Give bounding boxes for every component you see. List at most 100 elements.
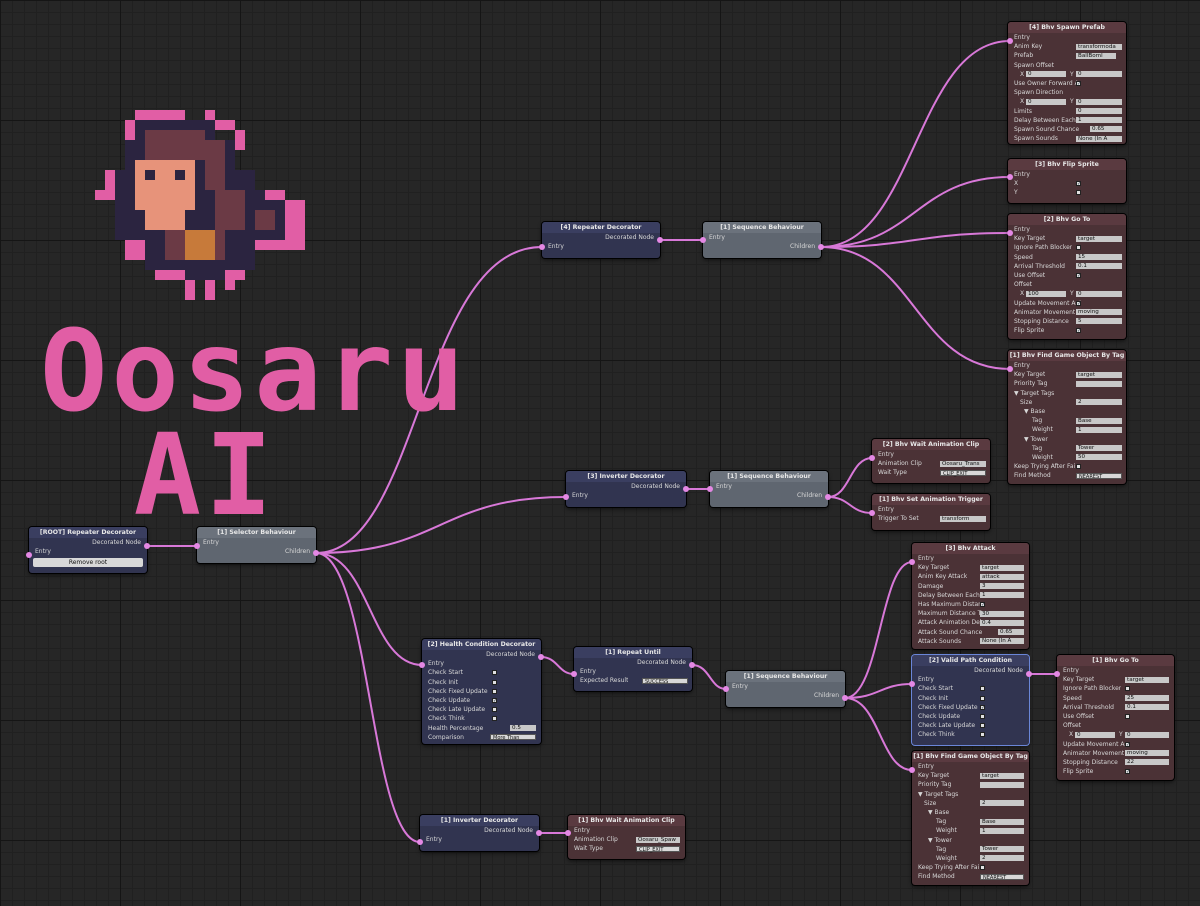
anim-key-field[interactable]: transformoda	[1076, 43, 1122, 50]
check-think-checkbox[interactable]	[492, 716, 497, 722]
field-label[interactable]: ▼ Base	[928, 808, 950, 816]
key-target-field[interactable]: target	[1076, 371, 1122, 378]
connection-pin[interactable]	[818, 244, 824, 250]
priority-field[interactable]	[1076, 380, 1122, 387]
entry-port[interactable]: Entry	[716, 483, 732, 490]
entry-port[interactable]: Entry	[918, 555, 934, 562]
use-owner-checkbox[interactable]: ✓	[1076, 80, 1082, 87]
sounds-field[interactable]: None (In A	[1076, 135, 1122, 142]
direction-x-field[interactable]: 0	[1026, 98, 1066, 105]
tag-field[interactable]: Tower	[980, 846, 1024, 853]
decorated-node-port[interactable]: Decorated Node	[631, 483, 680, 490]
size-field[interactable]: 2	[980, 800, 1024, 807]
field-label[interactable]: ▼ Tower	[1024, 435, 1048, 443]
decorated-node-port[interactable]: Decorated Node	[637, 659, 686, 666]
field-label[interactable]: ▼ Target Tags	[918, 790, 959, 798]
clip-field[interactable]: Oosaru_Spaw	[636, 836, 680, 843]
use-offset-checkbox[interactable]: ✓	[1076, 272, 1082, 279]
connection-pin[interactable]	[825, 494, 831, 500]
weight-field[interactable]: 50	[1076, 454, 1122, 461]
connection-pin[interactable]	[683, 486, 689, 492]
check-fixed-update-checkbox[interactable]: ✓	[980, 704, 986, 711]
connection-pin[interactable]	[26, 552, 32, 558]
connection-pin[interactable]	[842, 695, 848, 701]
entry-port[interactable]: Entry	[1063, 667, 1079, 674]
entry-port[interactable]: Entry	[548, 243, 564, 251]
check-late-update-checkbox[interactable]	[492, 707, 497, 713]
speed-field[interactable]: 15	[1076, 254, 1122, 261]
offset-x-field[interactable]: 100	[1026, 290, 1066, 297]
check-update-checkbox[interactable]	[980, 713, 985, 719]
has-max-checkbox[interactable]: ✓	[980, 601, 986, 608]
entry-port[interactable]: Entry	[572, 492, 588, 500]
connection-pin[interactable]	[657, 237, 663, 243]
flip-sprite-node[interactable]: [3] Bhv Flip Sprite Entry X✓ Y	[1008, 159, 1126, 203]
update-checkbox[interactable]: ✓	[1076, 300, 1082, 307]
offset-y-field[interactable]: 0	[1076, 290, 1122, 297]
find-method-dropdown[interactable]: NEAREST	[980, 873, 1024, 881]
connection-pin[interactable]	[1007, 174, 1013, 180]
anim-delay-field[interactable]: 0.4	[980, 619, 1024, 626]
entry-port[interactable]: Entry	[1014, 34, 1030, 41]
offset-y-field[interactable]: 0	[1125, 731, 1169, 738]
sequence-behaviour-node[interactable]: [1] Sequence Behaviour Entry Children	[710, 471, 828, 507]
valid-path-condition-node[interactable]: [2] Valid Path Condition Decorated Node …	[912, 655, 1029, 745]
connection-pin[interactable]	[565, 830, 571, 836]
connection-pin[interactable]	[909, 559, 915, 565]
sequence-behaviour-node[interactable]: [1] Sequence Behaviour Entry Children	[726, 671, 845, 707]
connection-pin[interactable]	[869, 510, 875, 516]
entry-port[interactable]: Entry	[878, 506, 894, 513]
connection-pin[interactable]	[723, 686, 729, 692]
selector-behaviour-node[interactable]: [1] Selector Behaviour Entry Children	[197, 527, 316, 563]
use-offset-checkbox[interactable]	[1125, 713, 1130, 719]
decorated-node-port[interactable]: Decorated Node	[92, 539, 141, 546]
children-port[interactable]: Children	[814, 692, 839, 700]
entry-port[interactable]: Entry	[35, 548, 51, 556]
wait-animation-clip-node[interactable]: [2] Bhv Wait Animation Clip Entry Animat…	[872, 439, 990, 483]
wait-type-dropdown[interactable]: CLIP_EXIT	[636, 845, 680, 853]
health-condition-decorator-node[interactable]: [2] Health Condition Decorator Decorated…	[422, 639, 541, 744]
speed-field[interactable]: 25	[1125, 695, 1169, 702]
clip-field[interactable]: Oosaru_Trans	[940, 460, 986, 467]
connection-pin[interactable]	[1026, 671, 1032, 677]
connection-pin[interactable]	[869, 455, 875, 461]
entry-port[interactable]: Entry	[732, 683, 748, 690]
offset-x-field[interactable]: 0	[1075, 731, 1115, 738]
entry-port[interactable]: Entry	[203, 539, 219, 546]
entry-port[interactable]: Entry	[918, 676, 934, 684]
offset-y-field[interactable]: 0	[1076, 71, 1122, 78]
entry-port[interactable]: Entry	[878, 451, 894, 458]
flip-y-checkbox[interactable]	[1076, 190, 1081, 196]
sounds-field[interactable]: None (In A	[980, 638, 1024, 645]
check-init-checkbox[interactable]	[980, 695, 985, 701]
connection-pin[interactable]	[689, 662, 695, 668]
connection-pin[interactable]	[194, 543, 200, 549]
children-port[interactable]: Children	[790, 243, 815, 251]
check-update-checkbox[interactable]: ✓	[492, 697, 498, 704]
entry-port[interactable]: Entry	[574, 827, 590, 834]
field-label[interactable]: ▼ Target Tags	[1014, 389, 1055, 397]
key-target-field[interactable]: target	[980, 772, 1024, 779]
chance-field[interactable]: 0.65	[998, 629, 1024, 635]
check-start-checkbox[interactable]	[492, 670, 497, 676]
tag-field[interactable]: Base	[980, 818, 1024, 825]
weight-field[interactable]: 1	[1076, 426, 1122, 433]
connection-pin[interactable]	[539, 244, 545, 250]
flip-checkbox[interactable]: ✓	[1125, 769, 1131, 776]
delay-field[interactable]: 1	[1076, 117, 1122, 124]
find-game-object-node[interactable]: [1] Bhv Find Game Object By Tag Entry Ke…	[912, 751, 1029, 885]
chance-field[interactable]: 0.65	[1090, 126, 1122, 133]
connection-pin[interactable]	[1054, 671, 1060, 677]
key-target-field[interactable]: target	[1076, 235, 1122, 242]
damage-field[interactable]: 3	[980, 583, 1024, 590]
weight-field[interactable]: 1	[980, 827, 1024, 834]
connection-pin[interactable]	[563, 494, 569, 500]
limits-field[interactable]: 0	[1076, 108, 1122, 114]
entry-port[interactable]: Entry	[709, 234, 725, 241]
wait-animation-clip-node[interactable]: [1] Bhv Wait Animation Clip Entry Animat…	[568, 815, 685, 859]
health-percentage-field[interactable]: 0.5	[510, 725, 536, 731]
field-label[interactable]: ▼ Tower	[928, 836, 952, 844]
entry-port[interactable]: Entry	[1014, 362, 1030, 369]
